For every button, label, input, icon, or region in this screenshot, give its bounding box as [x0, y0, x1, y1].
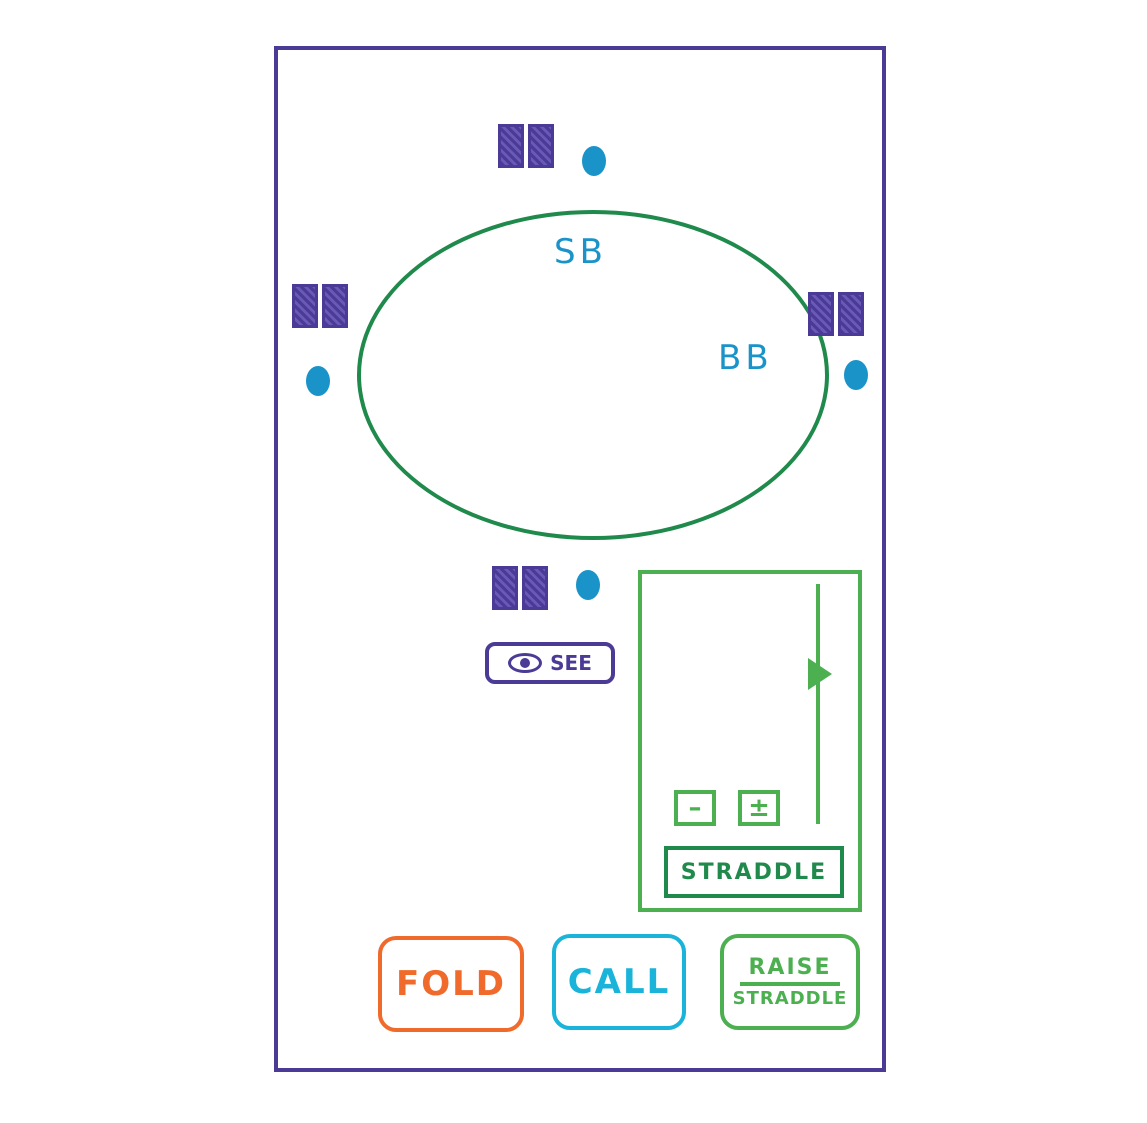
card-back [808, 292, 834, 336]
fold-button[interactable]: FOLD [378, 936, 524, 1032]
phone-frame [274, 46, 886, 1072]
see-cards-button[interactable]: SEE [485, 642, 615, 684]
card-back [292, 284, 318, 328]
card-back [492, 566, 518, 610]
opponent-right-chip [844, 360, 868, 390]
card-back [322, 284, 348, 328]
card-back [498, 124, 524, 168]
card-back [528, 124, 554, 168]
raise-divider [740, 982, 840, 986]
big-blind-label: BB [718, 338, 773, 378]
opponent-top-chip [582, 146, 606, 176]
poker-table [357, 210, 829, 540]
card-back [522, 566, 548, 610]
decrease-button[interactable]: – [674, 790, 716, 826]
opponent-left-chip [306, 366, 330, 396]
raise-sub-label: STRADDLE [732, 988, 848, 1009]
small-blind-label: SB [554, 232, 607, 272]
straddle-button[interactable]: STRADDLE [664, 846, 844, 898]
card-back [838, 292, 864, 336]
increase-button[interactable]: ± [738, 790, 780, 826]
call-button[interactable]: CALL [552, 934, 686, 1030]
opponent-left-hand [292, 284, 352, 328]
player-hand [492, 566, 552, 610]
opponent-top-hand [498, 124, 558, 168]
raise-straddle-button[interactable]: RAISE STRADDLE [720, 934, 860, 1030]
see-cards-label: SEE [550, 651, 592, 675]
raise-panel [638, 570, 862, 912]
opponent-right-hand [808, 292, 868, 336]
raise-label: RAISE [748, 955, 832, 980]
eye-icon [508, 653, 543, 673]
player-chip [576, 570, 600, 600]
raise-slider-thumb[interactable] [808, 658, 832, 690]
raise-slider-track[interactable] [816, 584, 820, 824]
